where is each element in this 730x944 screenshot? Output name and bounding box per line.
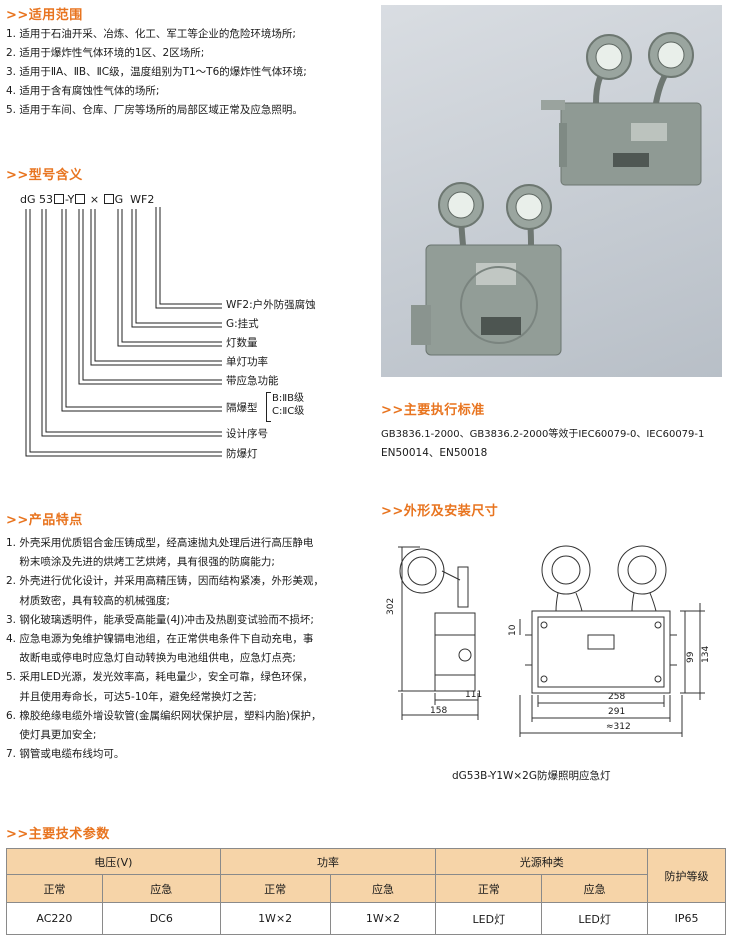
table-header-row: 电压(V) 功率 光源种类 防护等级 bbox=[6, 848, 726, 903]
params-title: >>主要技术参数 bbox=[6, 827, 110, 842]
legend-wf2: WF2:户外防强腐蚀 bbox=[226, 299, 316, 311]
product-photo bbox=[381, 5, 722, 377]
list-item: 材质致密，具有较高的机械强度; bbox=[6, 594, 170, 607]
dim-158: 158 bbox=[430, 706, 448, 716]
table-cell: AC220 bbox=[6, 902, 103, 935]
code-part: dG 53 bbox=[20, 193, 53, 206]
table-row: AC220 DC6 1W×2 1W×2 LED灯 LED灯 IP65 bbox=[6, 902, 726, 935]
table-cell: IP65 bbox=[647, 902, 726, 935]
legend-brace bbox=[266, 392, 271, 422]
dim-111: 111 bbox=[465, 690, 483, 700]
list-item: 使灯具更加安全; bbox=[6, 729, 97, 742]
legend-explosion-type: 隔爆型 bbox=[226, 402, 258, 414]
legend-single-power: 单灯功率 bbox=[226, 356, 268, 368]
dim-99: 99 bbox=[686, 651, 696, 663]
subheader-normal: 正常 bbox=[435, 874, 543, 903]
list-item: 粉末喷涂及先进的烘烤工艺烘烤，具有很强的防腐能力; bbox=[6, 556, 275, 569]
subheader-emergency: 应急 bbox=[101, 874, 221, 903]
subheader-emergency: 应急 bbox=[329, 874, 437, 903]
standards-title: >>主要执行标准 bbox=[381, 403, 485, 418]
standards-text: GB3836.1-2000、GB3836.2-2000等效于IEC60079-0… bbox=[381, 425, 726, 463]
list-item: 3. 钢化玻璃透明件，能承受高能量(4J)冲击及热剧变试验而不损坏; bbox=[6, 613, 314, 626]
list-item: 5. 采用LED光源，发光效率高，耗电量少，安全可靠，绿色环保， bbox=[6, 671, 313, 684]
features-title: >>产品特点 bbox=[6, 513, 83, 528]
list-item: 7. 钢管或电缆布线均可。 bbox=[6, 748, 125, 761]
list-item: 5. 适用于车间、仓库、厂房等场所的局部区域正常及应急照明。 bbox=[6, 104, 303, 116]
emergency-light-illustration bbox=[411, 32, 702, 356]
table-subheader-row: 正常 应急 正常 应急 正常 应急 bbox=[6, 874, 726, 903]
header-voltage: 电压(V) bbox=[6, 848, 221, 875]
list-item: 故断电或停电时应急灯自动转换为电池组供电，应急灯点亮; bbox=[6, 652, 296, 665]
list-item: 2. 适用于爆炸性气体环境的1区、2区场所; bbox=[6, 47, 205, 59]
dim-312: ≈312 bbox=[606, 722, 631, 732]
features-list: 1. 外壳采用优质铝合金压铸成型，经高速抛丸处理后进行高压静电 粉末喷涂及先进的… bbox=[6, 534, 324, 764]
params-table: 电压(V) 功率 光源种类 防护等级 正常 应急 正常 应急 正常 应急 AC2… bbox=[6, 848, 726, 935]
legend-ic: C:ⅡC级 bbox=[272, 406, 305, 417]
table-cell: LED灯 bbox=[435, 902, 543, 935]
table-cell: DC6 bbox=[101, 902, 221, 935]
subheader-normal: 正常 bbox=[6, 874, 103, 903]
dim-134: 134 bbox=[701, 645, 711, 663]
dim-258: 258 bbox=[608, 692, 626, 702]
legend-explosion-lamp: 防爆灯 bbox=[226, 448, 258, 460]
legend-g: G:挂式 bbox=[226, 318, 259, 330]
scope-list: 1. 适用于石油开采、冶炼、化工、军工等企业的危险环境场所; 2. 适用于爆炸性… bbox=[6, 25, 307, 120]
placeholder-box bbox=[75, 194, 86, 204]
code-part: WF2 bbox=[130, 193, 155, 206]
standards-line: GB3836.1-2000、GB3836.2-2000等效于IEC60079-0… bbox=[381, 429, 705, 440]
code-part: G bbox=[114, 193, 124, 206]
subheader-normal: 正常 bbox=[219, 874, 331, 903]
drawing-caption: dG53B-Y1W×2G防爆照明应急灯 bbox=[452, 770, 611, 782]
model-bracket-lines bbox=[25, 207, 222, 457]
list-item: 2. 外壳进行优化设计，并采用高精压铸，因而结构紧凑，外形美观， bbox=[6, 575, 324, 588]
header-power: 功率 bbox=[219, 848, 437, 875]
table-cell: 1W×2 bbox=[219, 902, 331, 935]
list-item: 1. 外壳采用优质铝合金压铸成型，经高速抛丸处理后进行高压静电 bbox=[6, 537, 314, 549]
placeholder-box bbox=[54, 194, 64, 204]
list-item: 4. 应急电源为免维护镍镉电池组，在正常供电条件下自动充电，事 bbox=[6, 633, 314, 646]
code-part: -Y bbox=[65, 193, 75, 206]
legend-emergency: 带应急功能 bbox=[226, 375, 279, 387]
dimensions-title: >>外形及安装尺寸 bbox=[381, 504, 499, 519]
dim-291: 291 bbox=[608, 707, 626, 717]
legend-lamp-count: 灯数量 bbox=[226, 337, 258, 349]
dim-302: 302 bbox=[386, 597, 396, 615]
header-light: 光源种类 bbox=[435, 848, 649, 875]
code-part: × bbox=[89, 193, 100, 206]
dim-10: 10 bbox=[508, 624, 518, 636]
table-cell: 1W×2 bbox=[329, 902, 437, 935]
header-ip: 防护等级 bbox=[647, 848, 726, 903]
scope-title: >>适用范围 bbox=[6, 8, 83, 23]
list-item: 并且使用寿命长，可达5-10年，避免经常换灯之苦; bbox=[6, 690, 257, 703]
list-item: 3. 适用于ⅡA、ⅡB、ⅡC级，温度组别为T1～T6的爆炸性气体环境; bbox=[6, 66, 307, 78]
dimension-drawing bbox=[398, 545, 705, 737]
model-code: dG 53 -Y × G WF2 bbox=[20, 193, 154, 206]
subheader-emergency: 应急 bbox=[541, 874, 649, 903]
standards-line: EN50014、EN50018 bbox=[381, 447, 488, 459]
table-cell: LED灯 bbox=[541, 902, 649, 935]
placeholder-box bbox=[103, 194, 114, 204]
list-item: 4. 适用于含有腐蚀性气体的场所; bbox=[6, 85, 160, 97]
legend-design-seq: 设计序号 bbox=[226, 428, 268, 440]
list-item: 1. 适用于石油开采、冶炼、化工、军工等企业的危险环境场所; bbox=[6, 28, 296, 40]
model-title: >>型号含义 bbox=[6, 168, 83, 183]
legend-ib: B:ⅡB级 bbox=[272, 393, 305, 404]
list-item: 6. 橡胶绝缘电缆外增设软管(金属编织网状保护层，塑料内胎)保护， bbox=[6, 709, 322, 722]
